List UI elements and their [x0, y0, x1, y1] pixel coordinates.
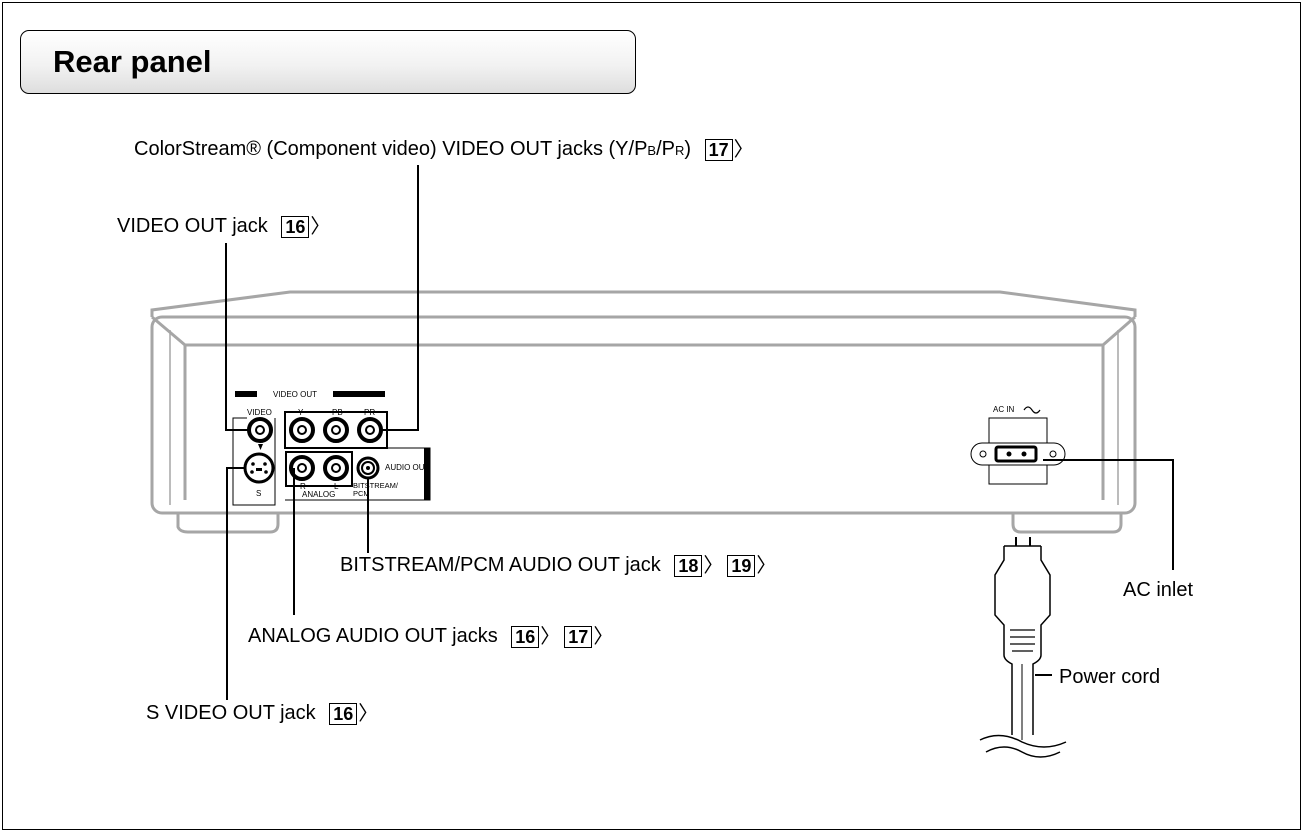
bitstream-jack-label-2: PCM: [353, 489, 370, 498]
page-ref-number: 17: [704, 138, 733, 161]
r-jack-label: R: [300, 482, 306, 491]
colorstream-leader-line: [381, 165, 419, 431]
y-jack: [289, 417, 315, 443]
page-ref-arrow-icon: 〉: [310, 215, 331, 238]
s-video-label-text: S VIDEO OUT jack: [146, 702, 316, 724]
page-ref-arrow-icon: 〉: [733, 138, 754, 161]
page-ref: 18〉: [674, 554, 724, 577]
colorstream-label: ColorStream® (Component video) VIDEO OUT…: [134, 137, 754, 163]
page-ref-number: 17: [564, 625, 593, 648]
video-out-jack: [247, 417, 273, 443]
analog-label-text: ANALOG AUDIO OUT jacks: [248, 625, 498, 647]
page-ref-number: 18: [674, 554, 703, 577]
analog-label: ANALOG AUDIO OUT jacks 16〉17〉: [248, 624, 613, 648]
page-ref: 19〉: [727, 554, 777, 577]
analog-jacks-label: ANALOG: [302, 490, 335, 499]
page-title: Rear panel: [53, 44, 212, 79]
colorstream-sub-r: R: [675, 143, 685, 158]
bitstream-jack-label-1: BITSTREAM/: [353, 481, 399, 490]
pr-jack: [357, 417, 383, 443]
ac-inlet-leader-line: [1043, 459, 1174, 570]
pb-jack-label: PB: [332, 408, 343, 417]
audio-out-label: AUDIO OUT: [385, 463, 430, 472]
page-ref: 16〉: [329, 702, 379, 725]
pb-jack: [323, 417, 349, 443]
page-ref-number: 16: [329, 702, 358, 725]
y-jack-label: Y: [298, 408, 304, 417]
bitstream-label-text: BITSTREAM/PCM AUDIO OUT jack: [340, 554, 661, 576]
analog-jacks-box: [285, 451, 353, 487]
video-jack-label: VIDEO: [247, 408, 272, 417]
page-ref-arrow-icon: 〉: [593, 625, 614, 648]
video-out-header: VIDEO OUT: [235, 388, 385, 400]
page-ref-arrow-icon: 〉: [358, 702, 379, 725]
page-ref: 16〉: [281, 215, 331, 238]
page-ref-arrow-icon: 〉: [703, 554, 724, 577]
ac-inlet-label: AC inlet: [1123, 579, 1194, 601]
bitstream-jack: [356, 456, 380, 480]
colorstream-mid: /P: [656, 138, 675, 160]
power-cord-plug: [979, 537, 1067, 758]
analog-l-jack: [323, 455, 349, 481]
video-out-header-text: VIDEO OUT: [273, 390, 317, 399]
ac-wave-icon: [1023, 406, 1041, 414]
page-ref: 16〉: [511, 625, 561, 648]
s-video-label: S VIDEO OUT jack 16〉: [146, 701, 378, 725]
video-out-leader-line: [225, 243, 249, 431]
page-ref-number: 16: [281, 215, 310, 238]
s-jack-label: S: [256, 489, 261, 498]
pr-jack-label: PR: [364, 408, 375, 417]
page-ref: 17〉: [564, 625, 614, 648]
page-ref-arrow-icon: 〉: [756, 554, 777, 577]
s-video-leader-line: [226, 467, 245, 700]
ac-in-label: AC IN: [993, 405, 1015, 414]
colorstream-end: ): [684, 138, 692, 160]
device-body: [150, 290, 1137, 534]
video-out-label-text: VIDEO OUT jack: [117, 215, 268, 237]
down-arrow-icon: [258, 444, 263, 450]
ac-inlet: AC IN: [970, 405, 1066, 485]
colorstream-label-text: ColorStream® (Component video) VIDEO OUT…: [134, 138, 648, 160]
video-out-label: VIDEO OUT jack 16〉: [117, 214, 330, 238]
analog-r-jack: [289, 455, 315, 481]
leader-lines: [225, 165, 1174, 700]
page-ref-number: 16: [511, 625, 540, 648]
colorstream-sub-b: B: [647, 143, 657, 158]
bitstream-label: BITSTREAM/PCM AUDIO OUT jack 18〉19〉: [340, 553, 776, 577]
s-video-jack: [243, 452, 275, 484]
power-cord-label: Power cord: [1059, 666, 1161, 688]
section-title-box: Rear panel: [20, 30, 636, 94]
page-ref: 17〉: [704, 138, 754, 161]
page-ref-arrow-icon: 〉: [540, 625, 561, 648]
page-ref-number: 19: [727, 554, 756, 577]
l-jack-label: L: [334, 482, 339, 491]
